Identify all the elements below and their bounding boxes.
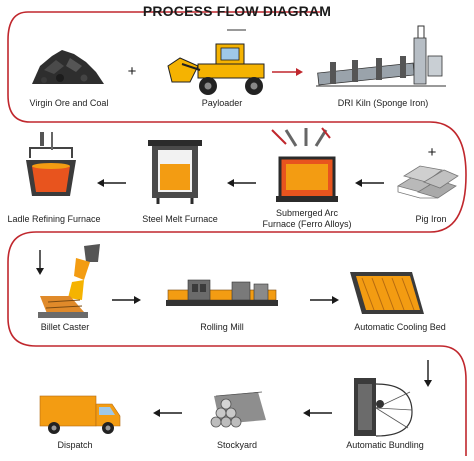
arrow-right-r3-2 [310, 296, 339, 304]
ore-coal-pile-icon [32, 50, 104, 84]
dri-kiln-icon [316, 25, 446, 87]
arrow-down-r4 [424, 360, 432, 387]
label-dispatch: Dispatch [57, 440, 93, 450]
bundling-icon [354, 378, 413, 437]
label-dri-kiln: DRI Kiln (Sponge Iron) [337, 98, 429, 108]
label-steel-melt-furnace: Steel Melt Furnace [142, 214, 218, 224]
flow-border [7, 11, 467, 456]
label-stockyard: Stockyard [216, 440, 258, 450]
label-rolling-mill: Rolling Mill [200, 322, 244, 332]
label-ferro-alloys: Furnace (Ferro Alloys) [262, 219, 352, 229]
stockyard-icon [210, 391, 266, 428]
plus-sign-1: + [128, 63, 137, 80]
page-title: PROCESS FLOW DIAGRAM [142, 3, 332, 19]
label-pig-iron: Pig Iron [415, 214, 447, 224]
arrow-left-r4-1 [153, 409, 182, 417]
arrow-left-r4-2 [303, 409, 332, 417]
ladle-furnace-icon [26, 132, 76, 196]
billet-caster-icon [38, 244, 100, 318]
label-ladle-refining-furnace: Ladle Refining Furnace [7, 214, 101, 224]
plus-sign-2: + [428, 144, 437, 161]
arrow-left-r2-3 [355, 179, 384, 187]
label-automatic-cooling-bed: Automatic Cooling Bed [354, 322, 446, 332]
pig-iron-icon: + [397, 144, 459, 199]
cooling-bed-icon [350, 272, 424, 314]
label-virgin-ore-coal: Virgin Ore and Coal [29, 98, 109, 108]
label-automatic-bundling: Automatic Bundling [346, 440, 424, 450]
arrow-left-r2-1 [97, 179, 126, 187]
label-payloader: Payloader [201, 98, 243, 108]
payloader-icon [167, 29, 265, 95]
truck-icon [39, 395, 121, 434]
label-submerged-arc: Submerged Arc [275, 208, 339, 218]
arrow-left-r2-2 [227, 179, 256, 187]
arc-furnace-icon [271, 127, 338, 202]
rolling-mill-icon [166, 279, 278, 306]
arrow-right-r3-1 [112, 296, 141, 304]
red-arrow-right [272, 68, 303, 76]
arrow-down-r3 [36, 250, 44, 275]
label-billet-caster: Billet Caster [40, 322, 90, 332]
melt-furnace-icon [148, 140, 202, 204]
